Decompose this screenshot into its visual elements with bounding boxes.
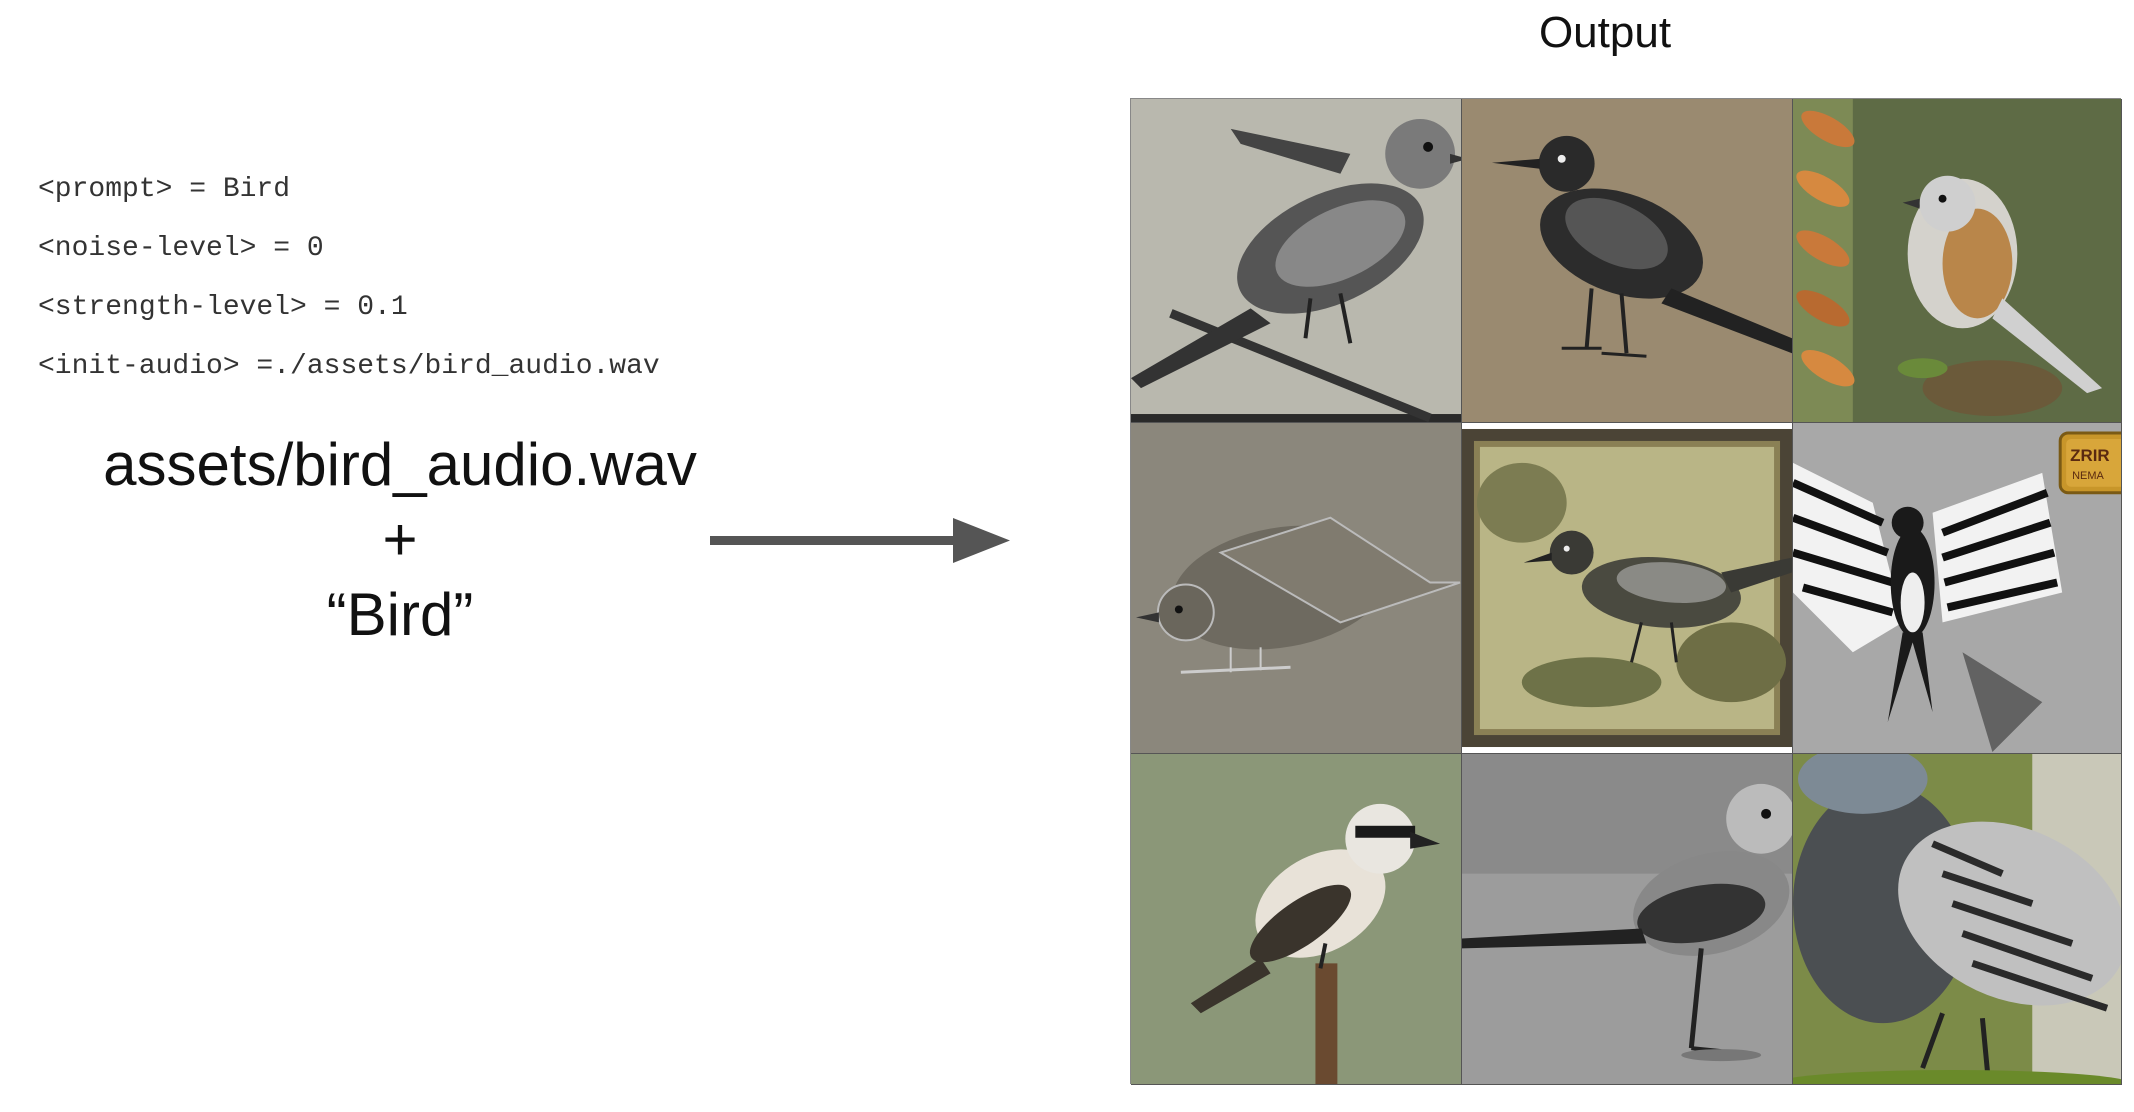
plus-sign: + (382, 506, 418, 573)
audio-file-label: assets/bird_audio.wav (103, 431, 697, 498)
init-audio-param: <init-audio> =./assets/bird_audio.wav (38, 351, 660, 382)
output-image-7[interactable] (1131, 754, 1462, 1085)
output-image-9[interactable] (1793, 754, 2122, 1085)
output-image-1[interactable] (1131, 99, 1462, 423)
parameter-list: <prompt> = Bird <noise-level> = 0 <stren… (38, 160, 660, 396)
strength-level-param: <strength-level> = 0.1 (38, 292, 408, 323)
badge-subtext: NEMA (2072, 470, 2104, 482)
output-image-3[interactable] (1793, 99, 2122, 423)
prompt-param: <prompt> = Bird (38, 174, 291, 205)
output-image-4[interactable] (1131, 423, 1462, 754)
noise-level-param: <noise-level> = 0 (38, 233, 324, 264)
output-image-grid: ZRIR NEMA (1130, 98, 2122, 1085)
prompt-text-label: “Bird” (326, 581, 474, 648)
output-title: Output (1538, 8, 1672, 57)
output-image-5[interactable] (1462, 423, 1793, 754)
output-image-2[interactable] (1462, 99, 1793, 423)
output-image-6[interactable]: ZRIR NEMA (1793, 423, 2122, 754)
output-image-8[interactable] (1462, 754, 1793, 1085)
right-arrow-icon (710, 518, 1010, 563)
badge-text: ZRIR (2070, 446, 2110, 465)
input-description: assets/bird_audio.wav + “Bird” (30, 425, 770, 655)
